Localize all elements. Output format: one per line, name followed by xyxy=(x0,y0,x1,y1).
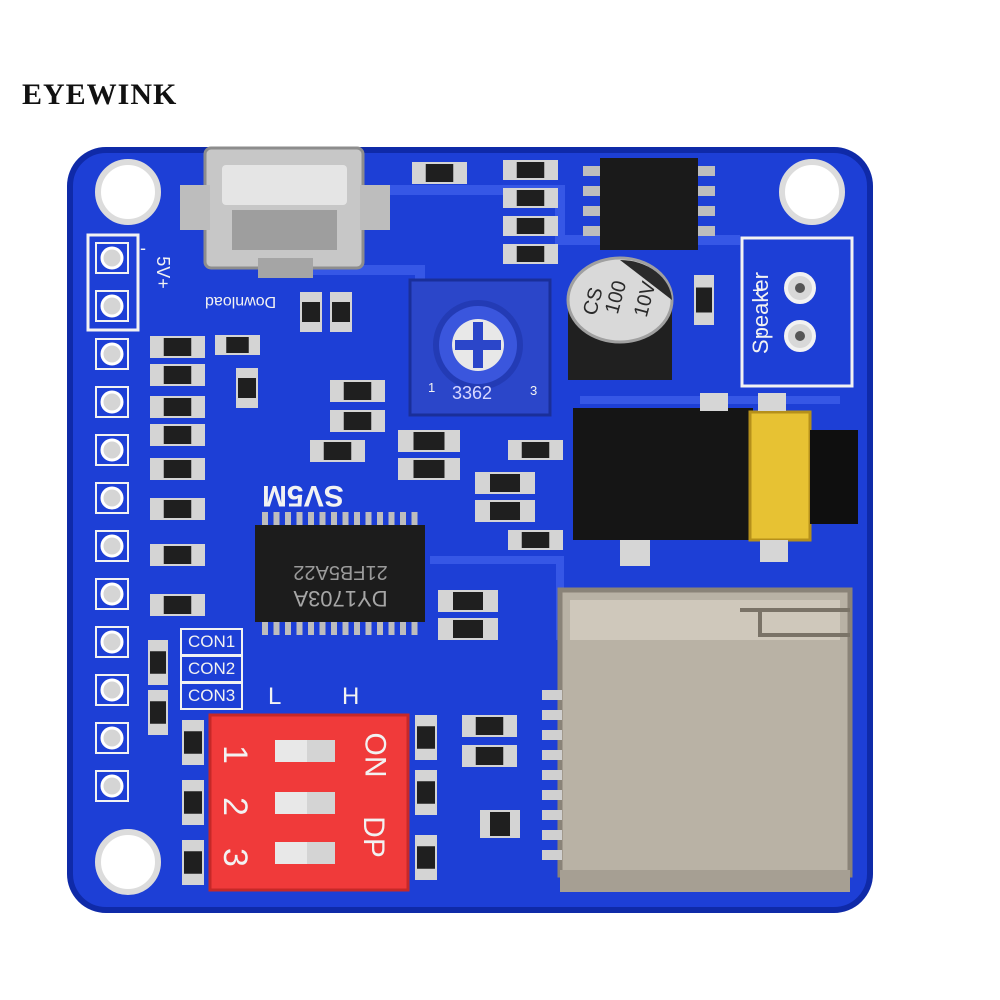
brand-watermark: EYEWINK xyxy=(22,78,178,111)
sd-card-slot xyxy=(557,587,853,892)
con3-label: CON3 xyxy=(180,682,244,710)
header-pin xyxy=(100,246,124,270)
power-label: 5V+ xyxy=(152,256,173,289)
dip-high-label: H xyxy=(342,683,360,710)
dip-number-2: 2 xyxy=(215,797,254,816)
mounting-holes xyxy=(95,159,845,895)
audio-jack xyxy=(573,393,858,566)
usb-label: Download xyxy=(205,293,277,310)
pot-pin-1: 1 xyxy=(428,380,436,395)
sd-contact xyxy=(542,730,562,740)
header-pin xyxy=(100,630,124,654)
speaker-minus: - xyxy=(756,322,763,344)
con1-label: CON1 xyxy=(180,628,244,656)
main-ic xyxy=(255,512,425,635)
power-label-minus: - xyxy=(140,238,146,258)
potentiometer xyxy=(408,278,552,417)
pot-label: 3362 xyxy=(452,383,493,403)
pot-pin-3: 3 xyxy=(530,383,538,398)
header-pin xyxy=(100,390,124,414)
header-pin xyxy=(100,774,124,798)
sd-contact xyxy=(542,790,562,800)
dip-number-3: 3 xyxy=(215,848,254,867)
electrolytic-capacitor xyxy=(566,256,674,380)
dip-dp-label: DP xyxy=(356,816,390,858)
header-pin xyxy=(100,342,124,366)
header-pin xyxy=(100,486,124,510)
dip-on-label: ON xyxy=(358,732,392,778)
header-pins xyxy=(95,242,129,802)
smd-components xyxy=(148,160,714,885)
speaker-plus: + xyxy=(752,280,764,302)
sd-contact xyxy=(542,690,562,700)
sd-contact xyxy=(542,710,562,720)
header-pin xyxy=(100,726,124,750)
ic-marking-1: 21FB5A22 xyxy=(293,561,388,583)
sd-contact xyxy=(542,770,562,780)
sd-contact xyxy=(542,830,562,840)
dip-low-label: L xyxy=(268,683,282,710)
amplifier-chip xyxy=(583,158,715,250)
chip-label: SV5M xyxy=(262,479,344,512)
sd-contact xyxy=(542,750,562,760)
header-pin xyxy=(100,582,124,606)
dip-number-1: 1 xyxy=(215,745,254,764)
sd-contact xyxy=(542,850,562,860)
ic-marking-2: DY1703A xyxy=(293,586,388,611)
con2-label: CON2 xyxy=(180,655,244,683)
sd-contact xyxy=(542,810,562,820)
header-pin xyxy=(100,534,124,558)
dip-switch xyxy=(208,713,410,892)
sd-slot-contacts xyxy=(542,690,562,860)
speaker-terminals xyxy=(740,236,854,388)
header-pin xyxy=(100,294,124,318)
micro-usb-port xyxy=(180,146,390,278)
header-pin xyxy=(100,678,124,702)
header-pin xyxy=(100,438,124,462)
